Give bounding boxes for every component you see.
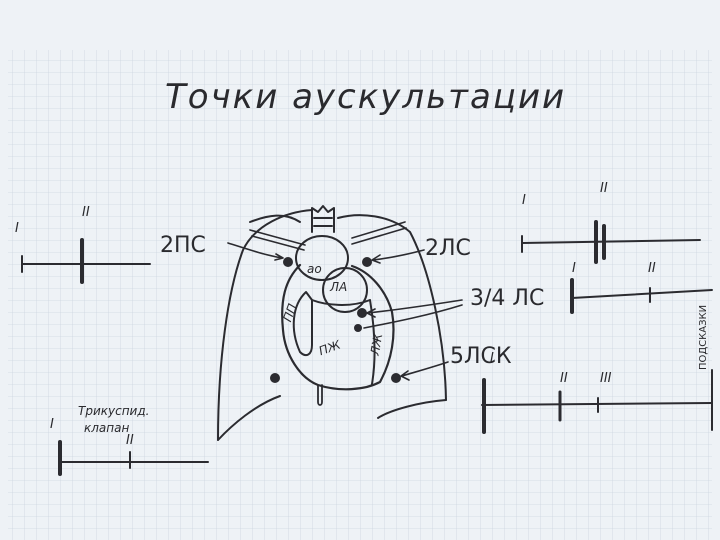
sound-ii-label: II <box>648 261 656 276</box>
label-erb: 3/4 ЛС <box>470 286 544 311</box>
sound-i-label: I <box>572 261 576 276</box>
left-atrium-label: ЛА <box>329 280 347 294</box>
sound-ii-label: II <box>82 205 90 220</box>
point-pulmonary-dot <box>362 257 372 267</box>
point-aortic-dot <box>283 257 293 267</box>
sound-ii-label: II <box>560 371 568 386</box>
margin-watermark: ПОДСКАЗКИ <box>698 305 709 370</box>
sound-iii-label: III <box>600 371 612 386</box>
point-erb-lower-dot <box>354 324 362 332</box>
sound-i-label: I <box>490 351 494 366</box>
grid-paper <box>8 50 712 540</box>
label-pulmonary: 2ЛС <box>425 236 471 261</box>
tricuspid-caption-line2: клапан <box>84 421 129 435</box>
sound-i-label: I <box>522 193 526 208</box>
point-tricuspid-dot <box>270 373 280 383</box>
page-title: Точки аускультации <box>165 77 566 117</box>
sound-i-label: I <box>50 417 54 432</box>
label-aortic: 2ПС <box>160 233 206 258</box>
aorta-label: ао <box>307 262 322 276</box>
sound-i-label: I <box>15 221 19 236</box>
tricuspid-caption-line1: Трикуспид. <box>78 404 149 418</box>
point-apex-dot <box>391 373 401 383</box>
sound-ii-label: II <box>600 181 608 196</box>
sound-ii-label: II <box>126 433 134 448</box>
point-erb-dot <box>357 308 367 318</box>
label-apex: 5ЛСК <box>450 344 512 369</box>
